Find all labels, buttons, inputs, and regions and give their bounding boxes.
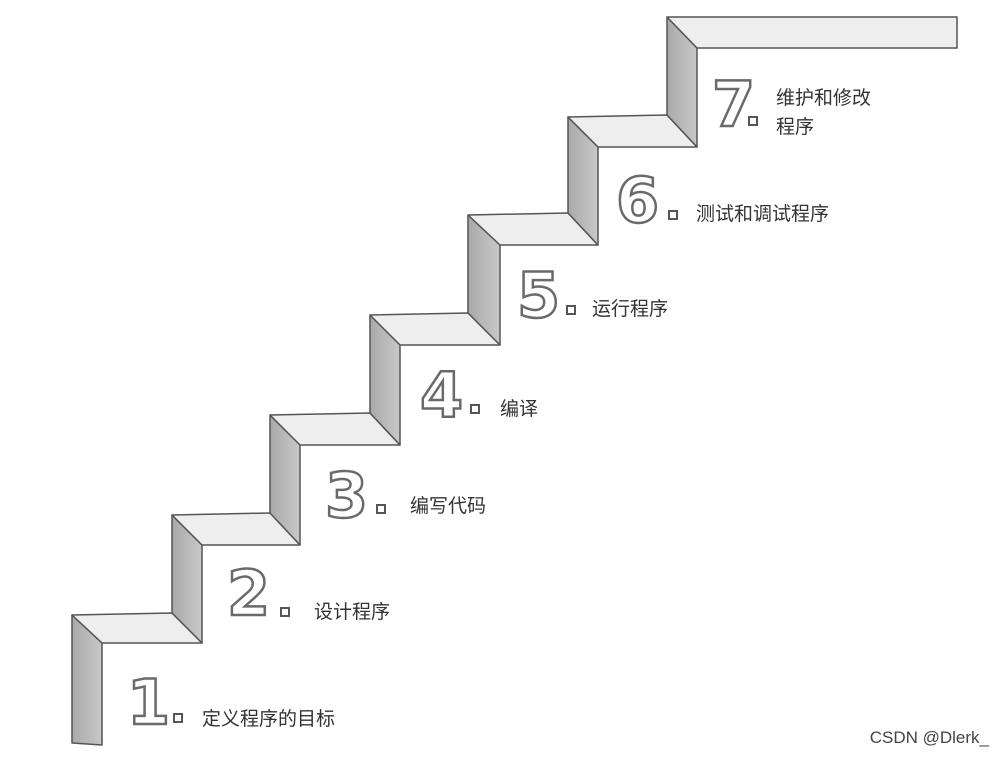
step-4-bullet <box>470 404 480 414</box>
step-2-number: 2 <box>226 557 272 630</box>
step-4-label: 编译 <box>500 398 539 420</box>
step-7-number: 7 <box>711 68 757 141</box>
step-7-bullet <box>748 116 758 126</box>
stair-top-landing <box>666 16 958 49</box>
step-3-number: 3 <box>324 459 370 532</box>
step-1-bullet <box>173 713 183 723</box>
watermark-text: CSDN @Dlerk_ <box>869 728 989 747</box>
step-3-label: 编写代码 <box>410 495 487 517</box>
step-5-number: 5 <box>516 259 562 332</box>
step-7-label-line1: 维护和修改 <box>776 87 872 109</box>
step-4-number: 4 <box>419 359 465 432</box>
step-7-label-line2: 程序 <box>776 116 815 138</box>
step-6-bullet <box>668 210 678 220</box>
step-6-label: 测试和调试程序 <box>696 203 830 225</box>
step-2-label: 设计程序 <box>314 601 391 623</box>
step-1-label: 定义程序的目标 <box>202 708 336 730</box>
step-5-label: 运行程序 <box>592 298 669 320</box>
step-5-bullet <box>566 305 576 315</box>
step-3-bullet <box>376 504 386 514</box>
step-6-number: 6 <box>615 164 661 237</box>
step-2-bullet <box>280 607 290 617</box>
step-1-number: 1 <box>126 666 172 739</box>
